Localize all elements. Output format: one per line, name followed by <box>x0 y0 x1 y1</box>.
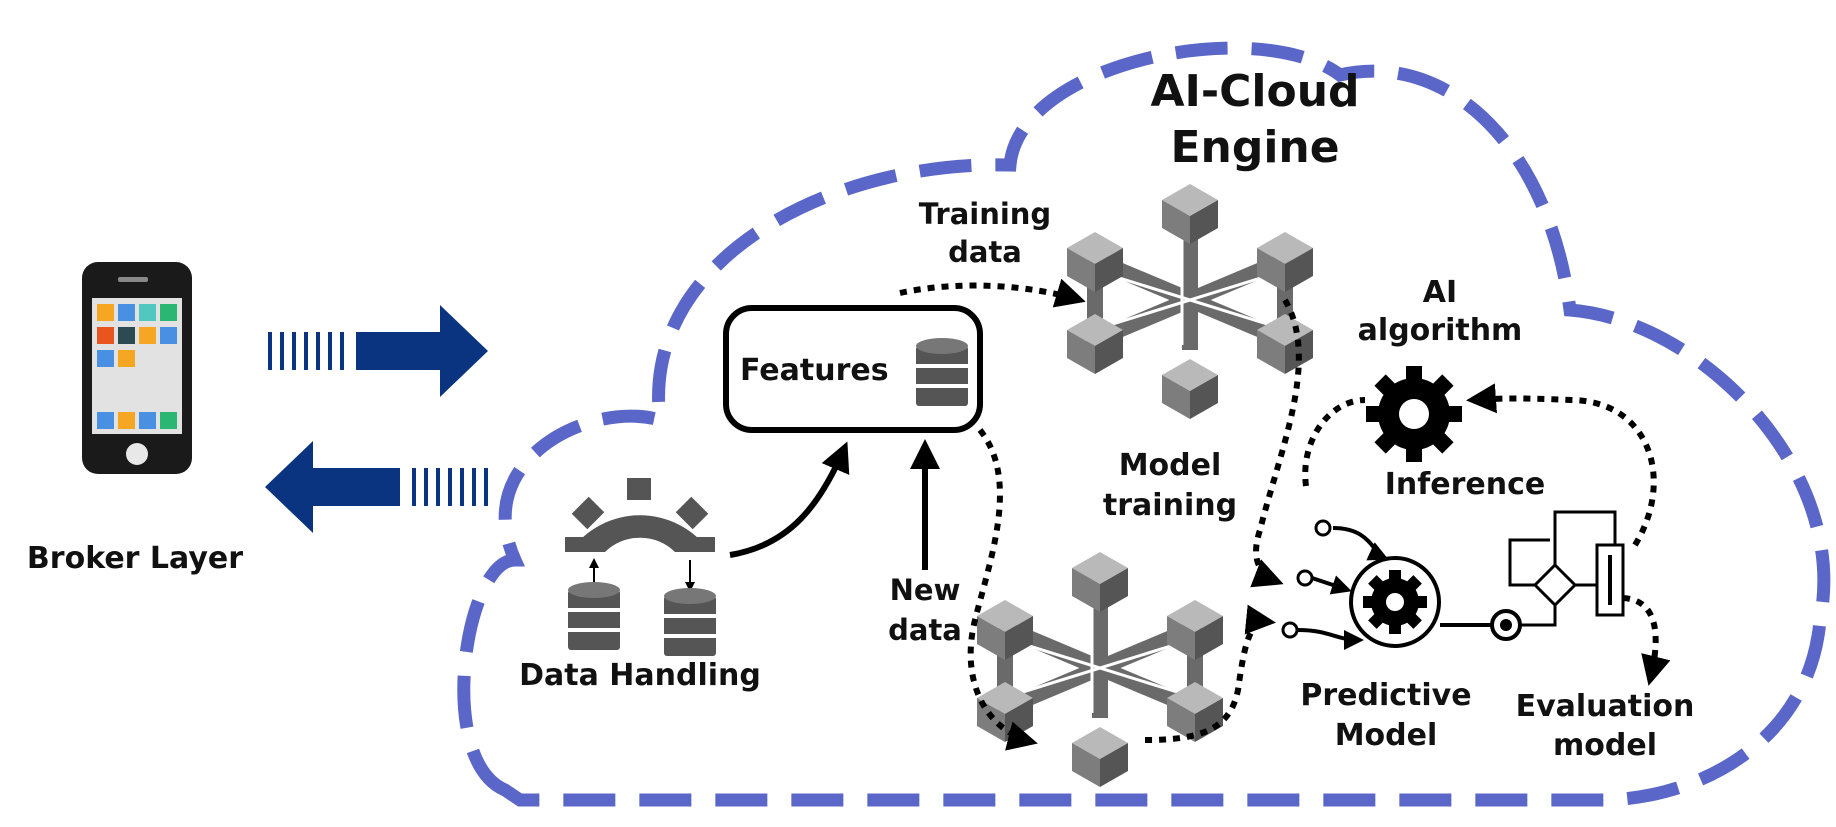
new-model-to-predictive-flow <box>1144 604 1276 743</box>
engine-title-line2: Engine <box>1170 122 1339 173</box>
new-data-label-line1: New <box>890 573 961 607</box>
model-training-to-prediction-flow <box>1250 298 1302 588</box>
training-data-label-line1: Training <box>919 197 1051 231</box>
predictive-model-label-line1: Predictive <box>1300 678 1471 713</box>
evaluation-to-algorithm-flow <box>1466 383 1657 547</box>
ai-algorithm-label-line2: algorithm <box>1358 313 1523 348</box>
gear-database-icon <box>565 478 718 658</box>
predictive-gear-icon <box>1281 519 1522 650</box>
smartphone-icon <box>82 262 192 474</box>
left-arrow-icon <box>265 441 488 533</box>
right-arrow-icon <box>268 305 488 397</box>
prediction-to-algorithm-flow <box>1302 397 1366 487</box>
training-data-flow-arrow <box>899 278 1086 308</box>
new-data-label-line2: data <box>888 613 962 647</box>
model-training-label-line2: training <box>1103 488 1237 523</box>
predictive-model-label-line2: Model <box>1335 718 1438 753</box>
model-training-label-line1: Model <box>1119 448 1222 483</box>
training-data-label-line2: data <box>948 235 1022 269</box>
ai-algorithm-label-line1: AI <box>1423 275 1457 310</box>
inference-label: Inference <box>1385 467 1546 502</box>
evaluation-model-label-line2: model <box>1553 728 1657 763</box>
features-to-new-model-flow <box>967 428 1038 751</box>
evaluation-model-label-line1: Evaluation <box>1516 689 1695 724</box>
broker-layer-label: Broker Layer <box>27 541 243 576</box>
cube-network-icon <box>977 552 1223 787</box>
features-label: Features <box>740 353 889 388</box>
cloud-outline <box>457 41 1831 807</box>
flowchart-icon <box>1508 510 1625 627</box>
engine-title-line1: AI-Cloud <box>1150 66 1359 117</box>
data-handling-to-features-arrow <box>729 441 850 558</box>
data-handling-label: Data Handling <box>519 658 761 693</box>
cube-network-icon <box>1067 184 1313 419</box>
evaluation-output-flow <box>1622 595 1671 686</box>
database-icon <box>914 336 970 408</box>
gear-icon <box>1366 366 1462 462</box>
